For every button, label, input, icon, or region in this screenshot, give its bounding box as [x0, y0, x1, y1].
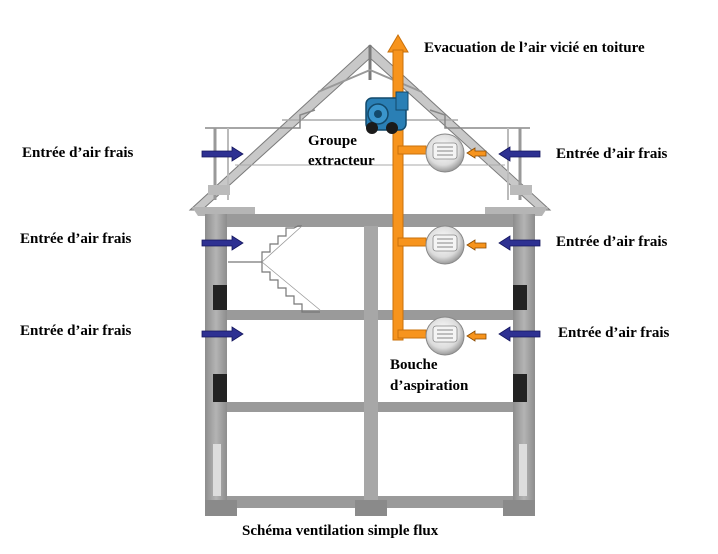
blue-inlet-arrow-icon: [498, 146, 541, 342]
orange-flow-arrow-icon: [466, 147, 487, 342]
extractor-fan-icon: [365, 91, 409, 134]
blue-inlet-arrow-icon: [201, 146, 244, 342]
vent-label-line1: Bouche: [390, 357, 438, 373]
exhaust-arrow-head: [387, 34, 409, 53]
fresh-air-right-2: Entrée d’air frais: [556, 234, 668, 250]
exhaust-label: Evacuation de l’air vicié en toiture: [424, 40, 645, 56]
fresh-air-left-3: Entrée d’air frais: [20, 323, 132, 339]
building-structure: [205, 214, 535, 516]
diagram-caption: Schéma ventilation simple flux: [242, 523, 439, 539]
vent-grille-icon: [425, 133, 465, 173]
staircase: [228, 225, 302, 263]
fresh-air-right-1: Entrée d’air frais: [556, 146, 668, 162]
vent-label-line2: d’aspiration: [390, 378, 469, 394]
extractor-label-line1: Groupe: [308, 133, 357, 149]
fresh-air-left-1: Entrée d’air frais: [22, 145, 134, 161]
extractor-label-line2: extracteur: [308, 153, 375, 169]
vent-grille-icon: [425, 316, 465, 356]
vent-grille-icon: [425, 225, 465, 265]
fresh-air-left-2: Entrée d’air frais: [20, 231, 132, 247]
fresh-air-right-3: Entrée d’air frais: [558, 325, 670, 341]
